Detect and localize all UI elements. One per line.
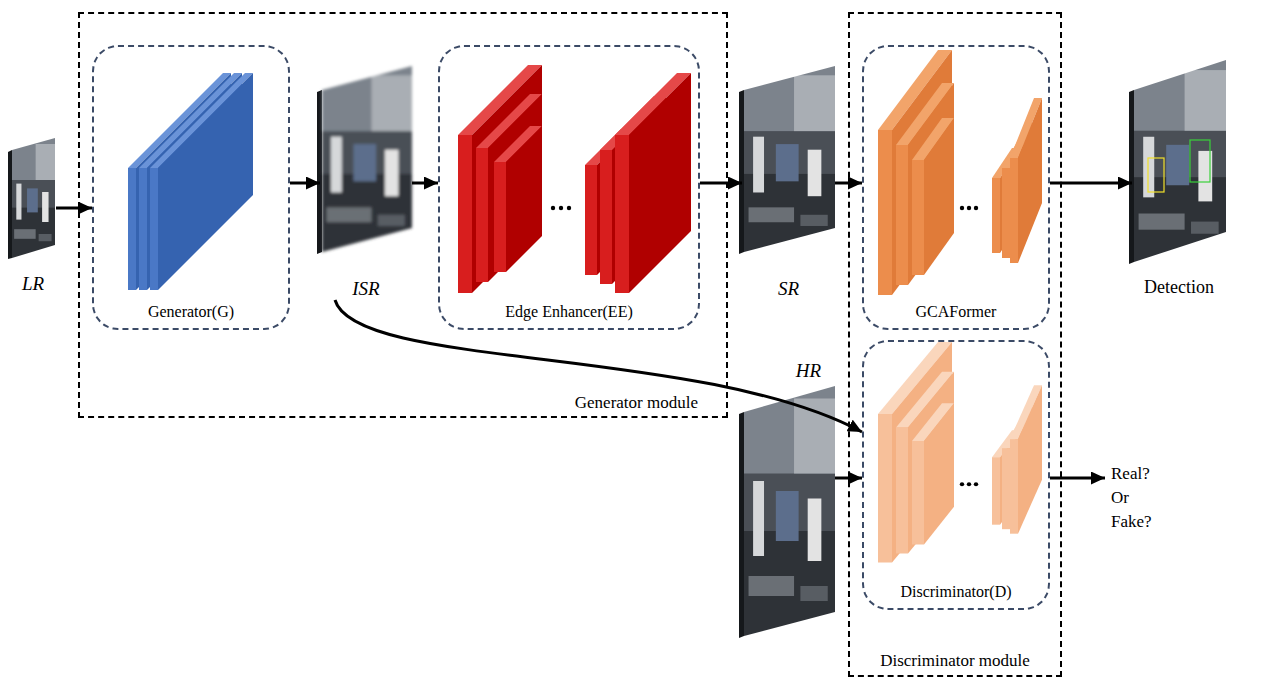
layer-front (476, 148, 488, 282)
node-label: LR (22, 273, 44, 295)
process-box: Discriminator(D) (862, 340, 1050, 610)
layer-side (488, 94, 542, 282)
image-edge (8, 150, 12, 259)
image-node: Detection (1132, 58, 1226, 298)
node-label: Real? Or Fake? (1111, 462, 1163, 534)
image-edge (317, 90, 322, 254)
image-detection (1129, 60, 1226, 264)
layer-side (506, 126, 542, 272)
ellipsis-dot (559, 206, 563, 210)
layer-front (585, 165, 597, 275)
node-label: Generator(G) (148, 303, 234, 321)
ellipsis-dot (551, 206, 555, 210)
image-node: SR (742, 65, 835, 300)
arrow-connector (1050, 182, 1132, 185)
detection-box (1148, 158, 1164, 192)
image-edge (739, 412, 744, 638)
arrow-connector (412, 182, 438, 185)
detection-box (1190, 140, 1210, 182)
node-label: Discriminator(D) (900, 583, 1011, 601)
arrow-connector (56, 207, 92, 210)
layer-front (615, 135, 629, 293)
arrow-connector (335, 300, 862, 432)
photo (744, 66, 835, 252)
image-lr (8, 138, 55, 259)
image-isr (317, 66, 412, 254)
image-node: HR (742, 360, 835, 636)
node-label: GCAFormer (916, 303, 997, 321)
discriminator-layers (878, 342, 1042, 563)
arrow-connector (290, 182, 320, 185)
image-sr (739, 66, 835, 254)
ellipsis-dot (567, 206, 571, 210)
node-label: Discriminator module (880, 651, 1030, 671)
output-label: Real? Or Fake? (1105, 462, 1163, 538)
node-label: Detection (1144, 277, 1214, 298)
photo (12, 138, 55, 258)
process-box: Edge Enhancer(EE) (438, 45, 700, 330)
image-node: LR (10, 135, 56, 295)
photo (744, 386, 835, 636)
gcaformer-layers (878, 50, 1042, 295)
layer-front (458, 135, 472, 293)
node-label: ISR (352, 278, 379, 300)
edge-enhancer-layers (458, 65, 691, 293)
layer-front (494, 162, 506, 272)
arrow-connector (700, 182, 742, 185)
node-label: Edge Enhancer(EE) (505, 303, 632, 321)
photo (322, 66, 412, 252)
node-label: Generator module (575, 393, 698, 413)
photo (1134, 60, 1226, 262)
process-box: GCAFormer (862, 45, 1050, 330)
process-box: Generator(G) (92, 45, 290, 330)
image-node: ISR (320, 65, 412, 300)
layer-side (629, 73, 691, 293)
layer-front (139, 168, 147, 290)
module-frame: Generator module Generator(G) ISR Edge Enha… (78, 12, 728, 418)
image-edge (739, 90, 744, 254)
layer-side (158, 73, 253, 290)
image-edge (1129, 90, 1134, 264)
layer-front (150, 168, 158, 290)
node-label: SR (778, 278, 799, 300)
arrow-connector (1050, 477, 1105, 480)
node-label: HR (796, 360, 821, 382)
layer-front (128, 168, 136, 290)
image-hr (739, 386, 835, 638)
module-frame: Discriminator module GCAFormerDiscriminat… (848, 12, 1062, 677)
generator-layers (128, 73, 253, 290)
layer-side (472, 65, 542, 293)
layer-front (600, 150, 612, 284)
